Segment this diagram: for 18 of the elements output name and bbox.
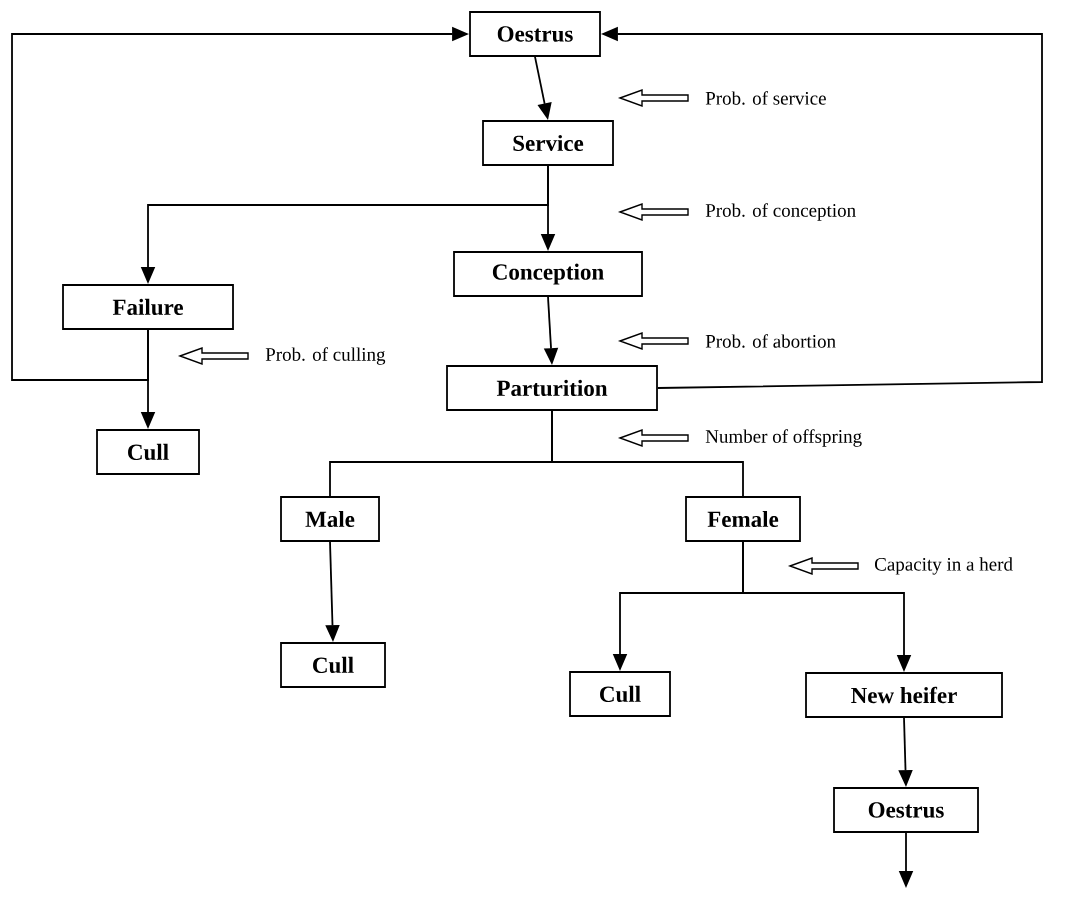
process-box: Failure (62, 284, 234, 330)
process-box: Cull (569, 671, 671, 717)
process-box: Parturition (446, 365, 658, 411)
probability-label: Number of offspring (705, 429, 862, 447)
process-box: Cull (280, 642, 386, 688)
process-box: New heifer (805, 672, 1003, 718)
process-box: Cull (96, 429, 200, 475)
process-box: Oestrus (469, 11, 601, 57)
process-box: Male (280, 496, 380, 542)
probability-label: Capacity in a herd (875, 557, 1013, 575)
process-box: Conception (453, 251, 643, 297)
probability-label: Prob. of service (705, 91, 826, 105)
probability-label: Prob. of culling (265, 347, 386, 365)
process-box: Service (482, 120, 614, 166)
probability-label: Prob. of abortion (705, 334, 836, 348)
process-box: Oestrus (833, 787, 979, 833)
process-box: Female (685, 496, 801, 542)
probability-label: Prob. of conception (705, 203, 856, 221)
